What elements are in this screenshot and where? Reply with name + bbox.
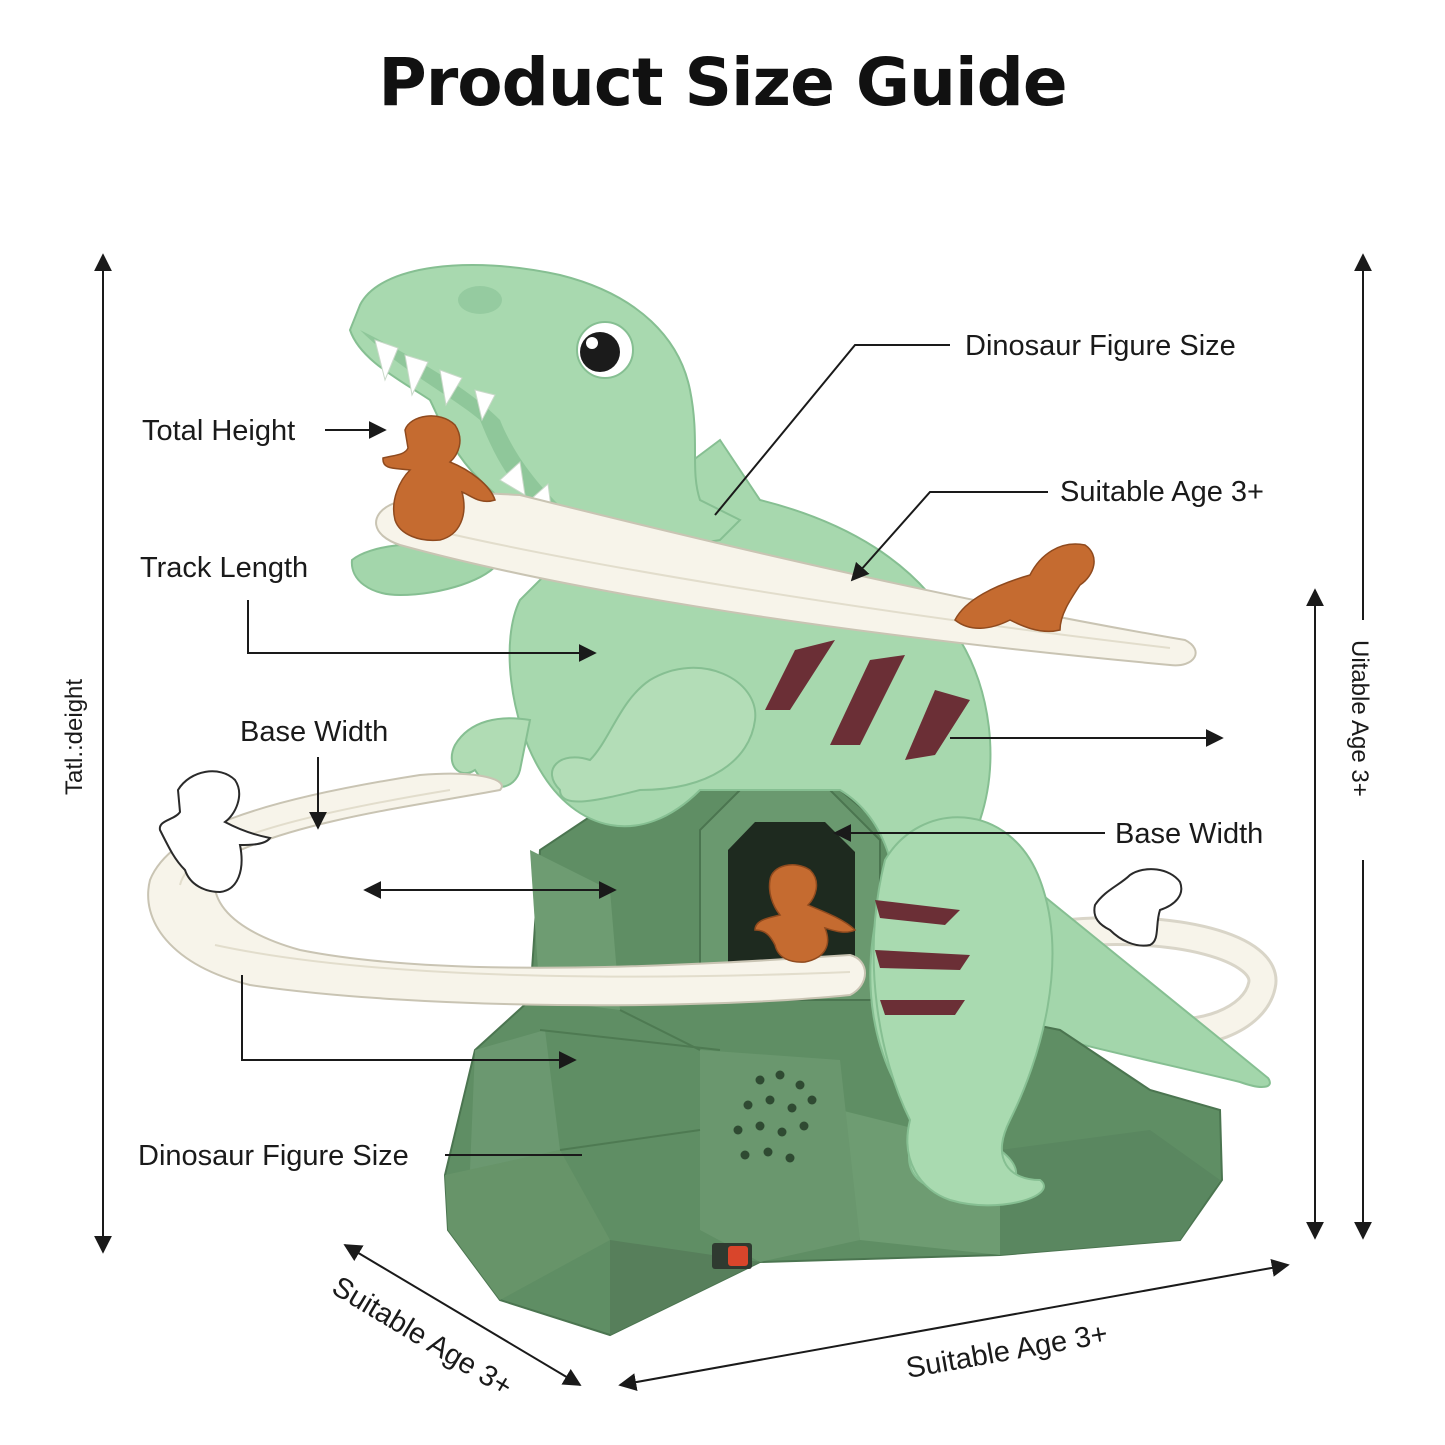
label-vertical-left: Tatl.:deight: [61, 679, 88, 795]
label-dino-figure-size-right: Dinosaur Figure Size: [965, 330, 1236, 362]
mini-dino-figure: [382, 415, 496, 542]
label-base-width-right: Base Width: [1115, 818, 1263, 850]
dinosaur-arm: [550, 666, 757, 803]
dimension-annotations: [94, 253, 1372, 1391]
dinosaur-toy-illustration: [147, 264, 1278, 1337]
mini-dino-figure: [954, 543, 1095, 632]
outline-dino-figure: [1093, 868, 1183, 947]
label-dino-figure-size-left: Dinosaur Figure Size: [138, 1140, 409, 1172]
dinosaur-eye: [576, 321, 634, 379]
label-track-length: Track Length: [140, 552, 308, 584]
power-switch: [712, 1243, 752, 1269]
dinosaur-head: [348, 264, 742, 597]
label-vertical-right: Uitable Age 3+: [1346, 640, 1373, 797]
speaker-grille: [733, 1070, 817, 1163]
bottom-left-diagonal-arrow: [343, 1244, 582, 1386]
label-total-height: Total Height: [142, 415, 295, 447]
label-suitable-age-right: Suitable Age 3+: [1060, 476, 1264, 508]
track-length-leader: [247, 600, 597, 662]
page-title: Product Size Guide: [378, 44, 1067, 121]
label-base-width-left: Base Width: [240, 716, 388, 748]
body-stripes: [765, 640, 970, 1015]
mini-dino-figure: [754, 864, 857, 963]
lower-track-leader: [241, 975, 577, 1069]
dino-size-right-leader: [714, 344, 950, 516]
suitable-age-right-leader: [850, 491, 1048, 582]
outline-dino-figure: [158, 770, 272, 894]
bottom-right-diagonal-arrow: [618, 1259, 1290, 1391]
